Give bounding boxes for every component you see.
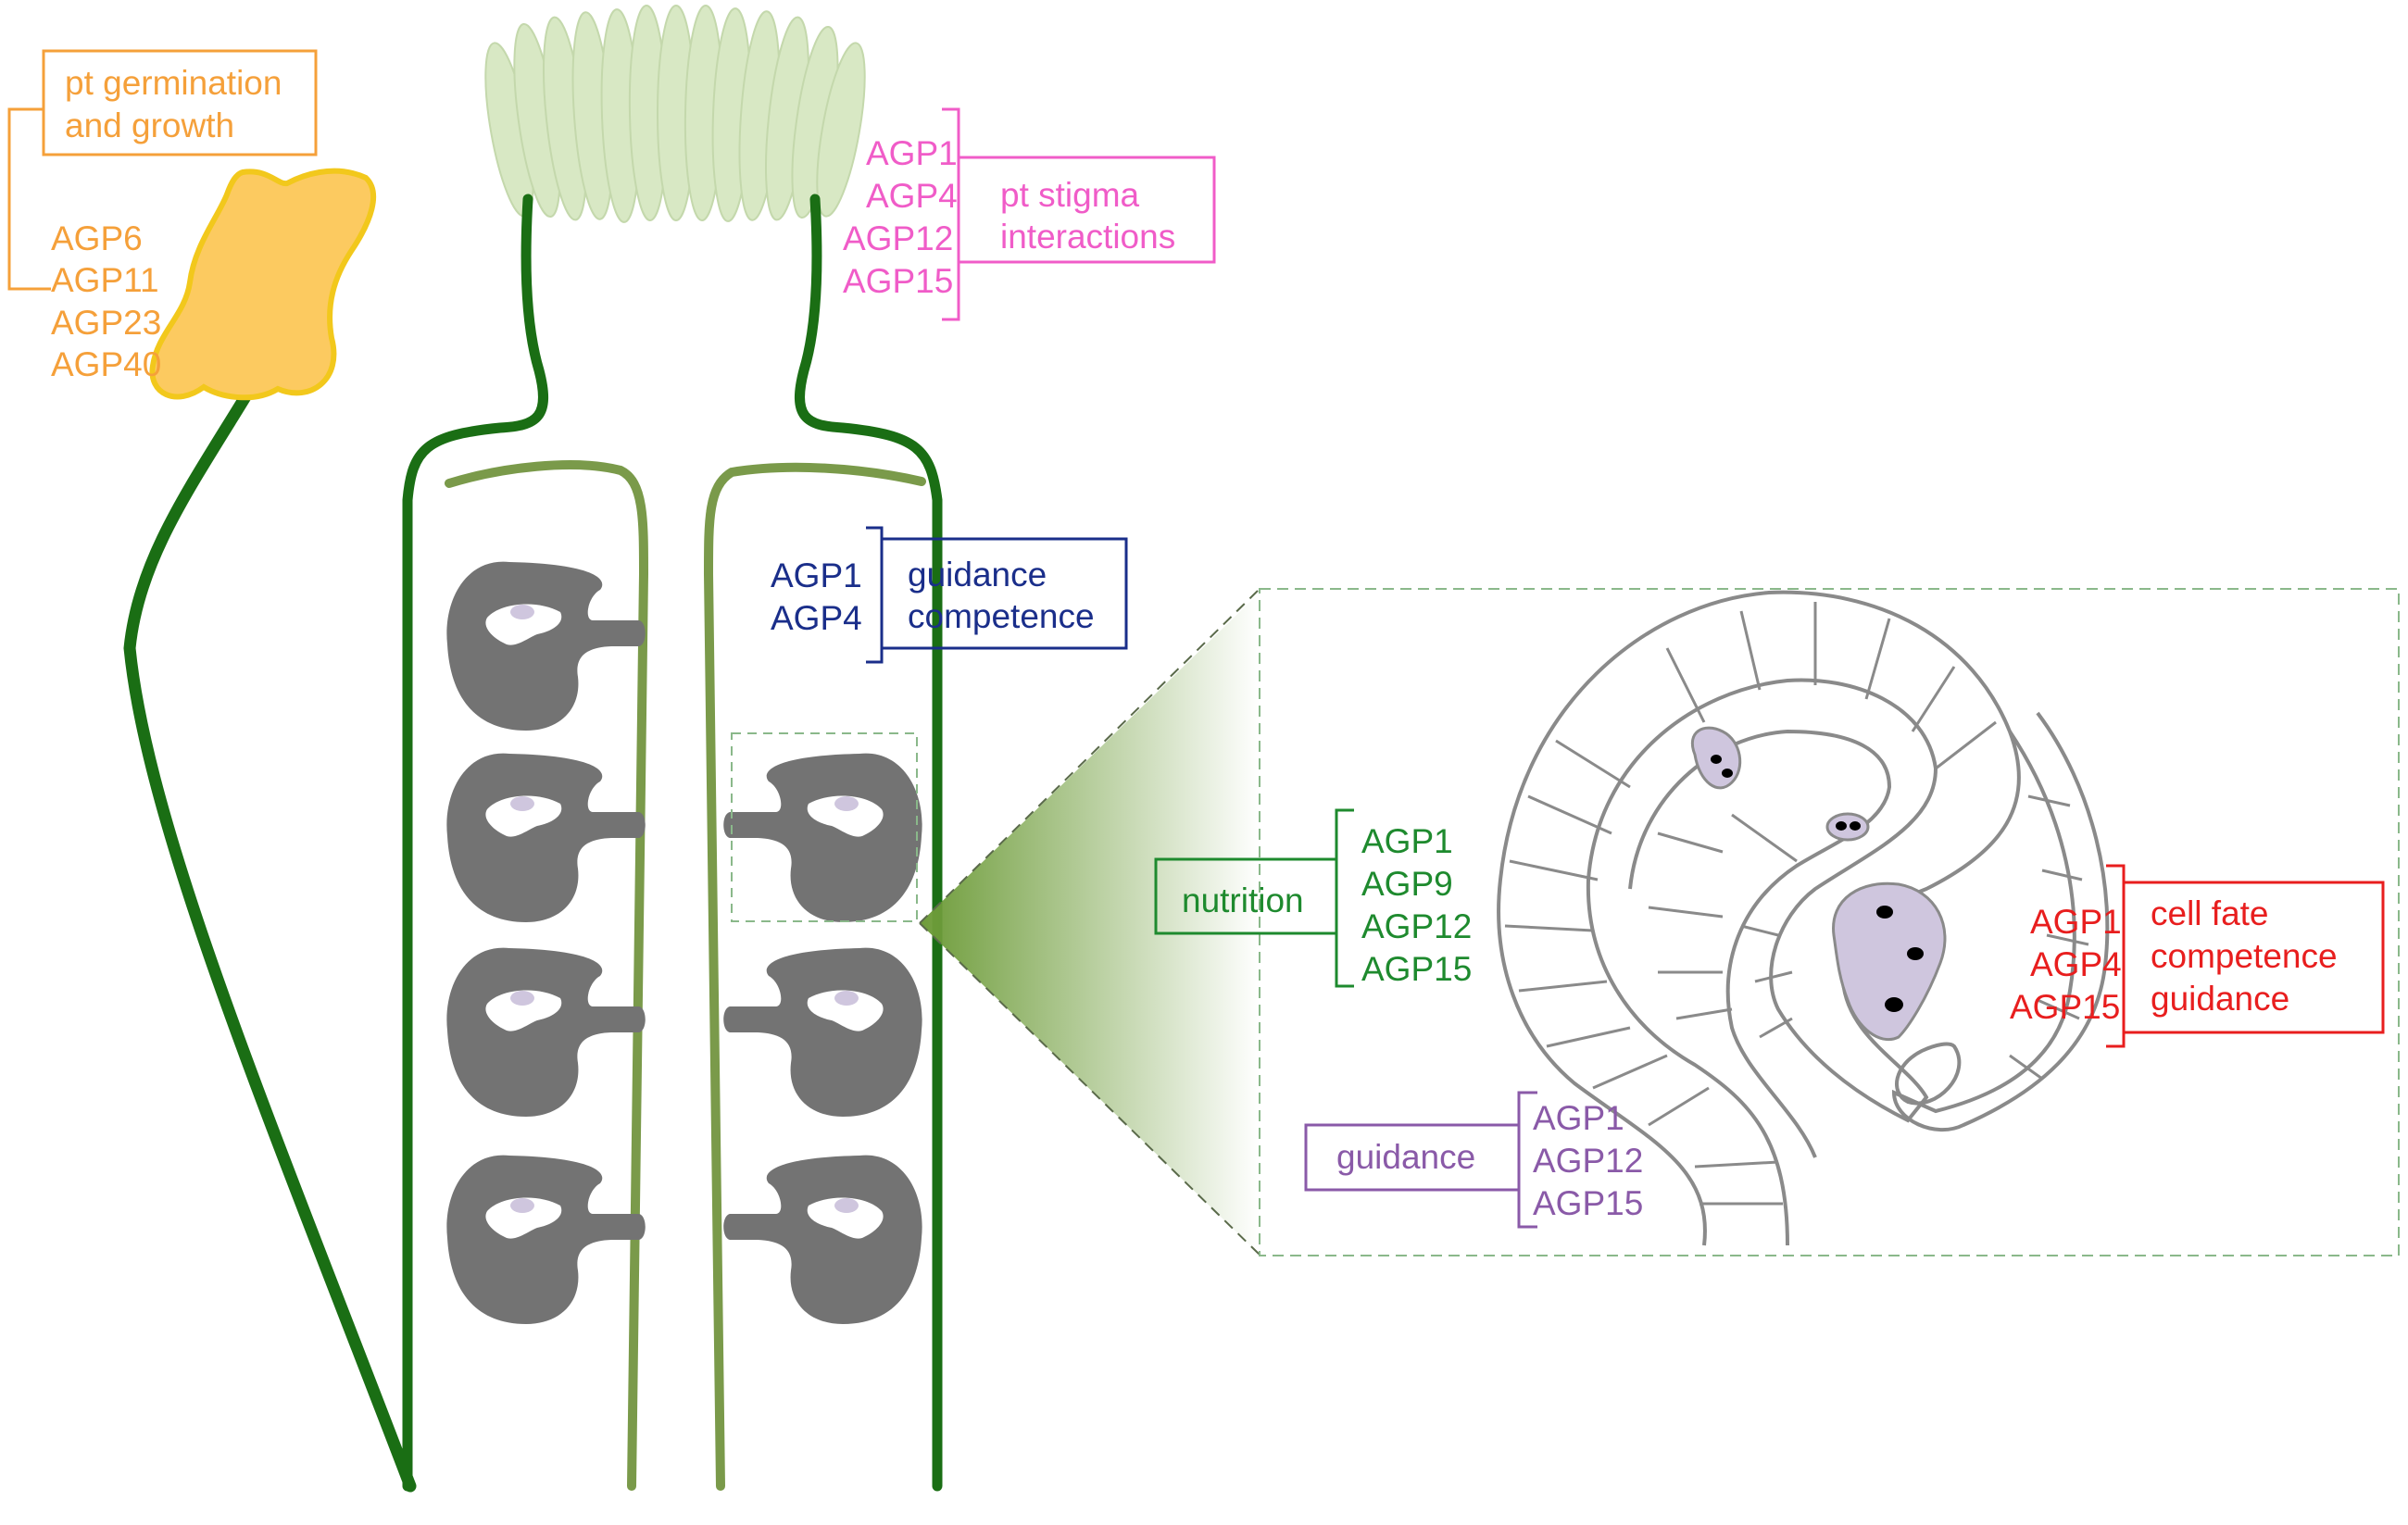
ovary-annotation: AGP1 AGP4 guidance competence [771, 526, 1128, 664]
detail-nuclei [1711, 755, 1924, 1012]
pollen-agp-2: AGP11 [51, 261, 159, 299]
cell-fate-role-line-1: cell fate [2151, 894, 2269, 932]
stigma-agp-3: AGP12 [843, 219, 953, 257]
ovule [723, 753, 922, 922]
ovule [446, 561, 646, 731]
ovary-ovules [446, 561, 922, 1324]
stigma-papillae [484, 5, 866, 223]
nutrition-agp-3: AGP12 [1361, 907, 1472, 945]
pollen-role-line-1: pt germination [65, 64, 282, 102]
selected-ovule-box [731, 732, 918, 922]
pollen-bracket [7, 107, 51, 291]
ovule-detail-drawing [1497, 590, 2110, 1246]
nutrition-agp-4: AGP15 [1361, 950, 1472, 988]
pollen-role-line-2: and growth [65, 106, 234, 144]
integument-cells [1504, 602, 2089, 1206]
pollen-agp-4: AGP40 [51, 345, 161, 383]
cell-fate-role-box [2122, 881, 2385, 1034]
ovary-role-line-2: competence [908, 597, 1095, 635]
pollen-agp-3: AGP23 [51, 304, 161, 342]
ovary-agp-1: AGP1 [771, 556, 862, 594]
ovule-detail-panel [1259, 588, 2400, 1256]
pollen-grain-body [149, 168, 377, 401]
stigma-role-box [957, 156, 1216, 264]
ovule [723, 947, 922, 1117]
ovule [446, 1155, 646, 1324]
stigma-annotation: AGP1 AGP4 AGP12 AGP15 pt stigma interact… [843, 107, 1216, 321]
stigma-agp-1: AGP1 [866, 134, 958, 172]
pollen-grain-group [123, 168, 417, 1493]
cell-fate-annotation: AGP1 AGP4 AGP15 cell fate competence gui… [2010, 864, 2385, 1048]
ovary-bracket [866, 526, 884, 664]
nutrition-agp-1: AGP1 [1361, 822, 1453, 860]
cell-fate-agp-1: AGP1 [2030, 903, 2122, 941]
nutrition-agp-2: AGP9 [1361, 865, 1453, 903]
ovule-guidance-agp-3: AGP15 [1533, 1184, 1643, 1222]
micropyle-flank [1891, 711, 2110, 1131]
ovule [446, 753, 646, 922]
outer-integument [1497, 590, 2021, 1246]
pollen-role-box [42, 49, 318, 156]
ovule-guidance-bracket [1517, 1091, 1537, 1229]
stigma-role-line-2: interactions [1000, 218, 1175, 256]
ovary-role-line-1: guidance [908, 556, 1047, 594]
stigma-agp-2: AGP4 [866, 177, 958, 215]
cell-fate-agp-2: AGP4 [2030, 945, 2122, 983]
zoom-projection [920, 593, 1260, 1255]
stigma-role-line-1: pt stigma [1000, 176, 1140, 214]
micropyle-tip [1895, 1042, 1962, 1106]
cell-fate-agp-3: AGP15 [2010, 988, 2120, 1026]
nutrition-annotation: nutrition AGP1 AGP9 AGP12 AGP15 [1154, 808, 1472, 988]
nutrition-bracket [1335, 808, 1354, 988]
ovule [723, 1155, 922, 1324]
ovule-guidance-role: guidance [1336, 1138, 1475, 1176]
cell-fate-role-line-2: competence [2151, 937, 2338, 975]
pollen-tube [123, 375, 417, 1493]
ovule-guidance-agp-2: AGP12 [1533, 1142, 1643, 1180]
pollen-agp-1: AGP6 [51, 219, 143, 257]
septum [445, 460, 926, 1491]
stigma-agp-4: AGP15 [843, 262, 953, 300]
ovary-agp-2: AGP4 [771, 599, 862, 637]
ovule-guidance-annotation: guidance AGP1 AGP12 AGP15 [1304, 1091, 1643, 1229]
central-cell-nuclei [1825, 812, 1870, 842]
ovary-role-box [880, 537, 1128, 650]
cell-fate-role-line-3: guidance [2151, 980, 2289, 1018]
nutrition-role: nutrition [1182, 881, 1304, 919]
embryo-sac [1832, 881, 1947, 1042]
ovule-guidance-agp-1: AGP1 [1533, 1099, 1624, 1137]
pistil-outline [402, 194, 943, 1492]
zoom-guide-line [919, 588, 1260, 1256]
pollen-annotation: pt germination and growth AGP6 AGP11 AGP… [7, 49, 318, 383]
ovule [446, 947, 646, 1117]
